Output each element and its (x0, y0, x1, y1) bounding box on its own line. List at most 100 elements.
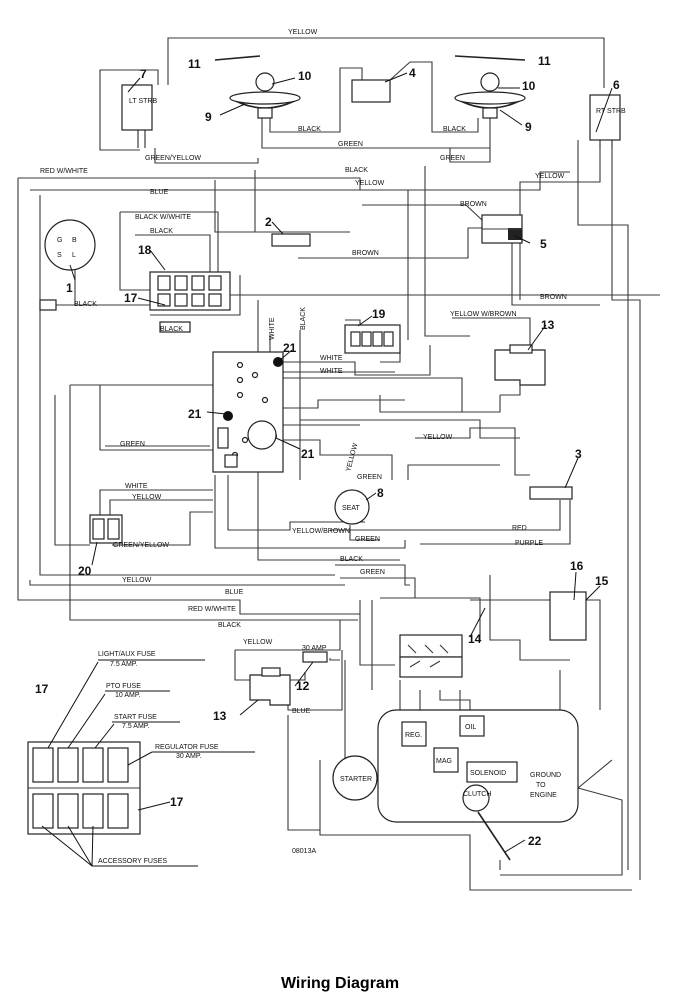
wire-label: YELLOW (345, 442, 359, 472)
callout-17-harness: 17 (124, 291, 138, 305)
legend-pto-amp: 10 AMP. (115, 692, 141, 699)
wire-label: YELLOW W/BROWN (450, 311, 517, 318)
wire-labels: YELLOW GREEN/YELLOW BLACK BLACK GREEN GR… (40, 29, 567, 715)
callout-8: 8 (377, 486, 384, 500)
wire-label: WHITE (269, 317, 276, 340)
wire-label: WHITE (320, 355, 343, 362)
callout-16: 16 (570, 559, 584, 573)
fuse-30amp: 30 AMP (302, 645, 328, 663)
solenoid-label: SOLENOID (470, 770, 506, 777)
mag-label: MAG (436, 758, 452, 765)
callout-11-right: 11 (538, 54, 551, 68)
starter-motor: STARTER (332, 755, 378, 801)
left-strobe: LT STRB (121, 84, 157, 148)
component-3 (529, 486, 573, 500)
wire-label: BLACK (345, 167, 368, 174)
callout-3: 3 (575, 447, 582, 461)
wire-label: BLACK (218, 622, 241, 629)
wire-label: YELLOW (132, 494, 162, 501)
ignition-switch: G B S L (44, 219, 96, 271)
wire-label: YELLOW (355, 180, 385, 187)
main-control-module (212, 351, 284, 473)
callout-21-left: 21 (188, 407, 202, 421)
seat-label: SEAT (342, 505, 360, 512)
wire-label: BLUE (292, 708, 311, 715)
relay-13-top (494, 344, 546, 386)
wire-label: YELLOW (535, 173, 565, 180)
legend-accessory: ACCESSORY FUSES (98, 858, 167, 865)
callout-pointers (69, 72, 613, 853)
wire-label: BROWN (352, 250, 379, 257)
callout-12: 12 (296, 679, 310, 693)
legend-regulator-amp: 30 AMP. (176, 753, 202, 760)
reg-label: REG. (405, 732, 422, 739)
wire-label: YELLOW (243, 639, 273, 646)
callout-9-right: 9 (525, 120, 532, 134)
wire-label: GREEN (360, 569, 385, 576)
right-lamp (454, 55, 526, 119)
wire-label: BLUE (225, 589, 244, 596)
callout-13-bottom: 13 (213, 709, 227, 723)
left-lamp (214, 55, 301, 119)
fuse-panel (27, 659, 255, 867)
callout-22: 22 (528, 834, 542, 848)
callout-13-top: 13 (541, 318, 555, 332)
starter-label: STARTER (340, 776, 372, 783)
wire-label: YELLOW (288, 29, 318, 36)
wire-label: BLACK (298, 126, 321, 133)
component-16 (549, 591, 587, 641)
callout-17-panel: 17 (170, 795, 184, 809)
svg-text:S: S (57, 252, 62, 259)
figure-code: 08013A (292, 848, 316, 855)
lt-strb-label: LT STRB (129, 98, 157, 105)
legend-regulator: REGULATOR FUSE (155, 744, 219, 751)
legend-start: START FUSE (114, 714, 157, 721)
svg-text:ENGINE: ENGINE (530, 792, 557, 799)
seat-switch: SEAT (334, 489, 370, 525)
wire-label: BLACK (443, 126, 466, 133)
relay-13-bottom (249, 667, 291, 706)
legend-start-amp: 7.5 AMP. (122, 723, 150, 730)
svg-text:G: G (57, 237, 62, 244)
legend-light-aux-amp: 7.5 AMP. (110, 661, 138, 668)
svg-text:GROUND: GROUND (530, 772, 561, 779)
wire-label: GREEN (440, 155, 465, 162)
engine: REG. OIL MAG SOLENOID CLUTCH GROUND TO E… (377, 709, 579, 861)
wire-label: RED W/WHITE (188, 606, 236, 613)
callout-4: 4 (409, 66, 416, 80)
wire-label: BROWN (540, 294, 567, 301)
callout-1: 1 (66, 281, 73, 295)
callout-numbers: 1 2 3 4 5 6 7 8 9 9 10 10 11 11 12 13 13… (35, 54, 620, 848)
wire-label: BLACK (160, 326, 183, 333)
legend-light-aux: LIGHT/AUX FUSE (98, 651, 156, 658)
callout-10-right: 10 (522, 79, 536, 93)
wire-label: GREEN (338, 141, 363, 148)
callout-5: 5 (540, 237, 547, 251)
wire-label: BLACK (300, 307, 307, 330)
callout-10-left: 10 (298, 69, 312, 83)
callout-11-left: 11 (188, 57, 201, 71)
wire-label: GREEN/YELLOW (145, 155, 201, 162)
wire-label: BROWN (460, 201, 487, 208)
wire-label: GREEN/YELLOW (113, 542, 169, 549)
wire-label: RED W/WHITE (40, 168, 88, 175)
wire-label: GREEN (355, 536, 380, 543)
svg-text:B: B (72, 237, 77, 244)
callout-9-left: 9 (205, 110, 212, 124)
wire-label: WHITE (125, 483, 148, 490)
wire-label: GREEN (357, 474, 382, 481)
wires (17, 37, 660, 891)
wire-label: BLACK W/WHITE (135, 214, 191, 221)
wire-label: GREEN (120, 441, 145, 448)
wire-label: YELLOW (122, 577, 152, 584)
wire-label: PURPLE (515, 540, 543, 547)
wire-label: BLACK (340, 556, 363, 563)
fuse-block-harness (149, 271, 231, 333)
wire-label: BLACK (74, 301, 97, 308)
callout-21-top: 21 (283, 341, 297, 355)
wire-label: BLACK (150, 228, 173, 235)
callout-2: 2 (265, 215, 272, 229)
relay-block-14 (399, 634, 463, 678)
component-2 (271, 233, 311, 247)
